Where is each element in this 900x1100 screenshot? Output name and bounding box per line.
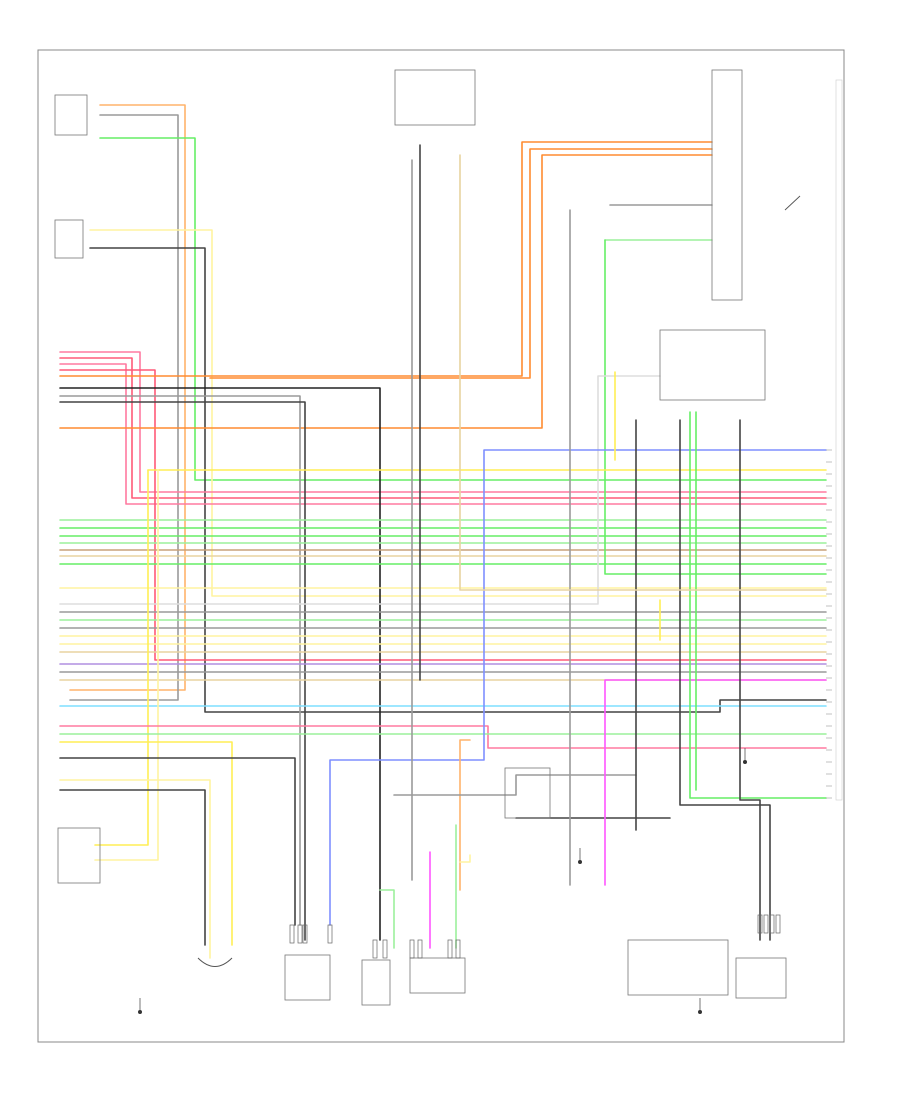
right-top-relay-box (711, 69, 743, 301)
connector-icon (417, 939, 423, 959)
top-center-component (394, 69, 476, 126)
wire-black-12 (59, 387, 381, 941)
marker-layer (138, 195, 832, 1014)
connector-icon (372, 939, 378, 959)
wire-pink-39 (59, 725, 827, 749)
ground-icon (138, 998, 142, 1014)
connector-icon (757, 914, 763, 934)
wire-dark_gray-55 (739, 419, 761, 941)
wire-light_green-64 (379, 889, 395, 949)
wire-blue-45 (329, 449, 827, 926)
wire-layer (59, 104, 827, 959)
ground-icon (698, 998, 702, 1014)
wire-red-8 (59, 369, 827, 661)
connector-icon (447, 939, 453, 959)
bottom-right-module (627, 939, 729, 996)
wire-magenta-51 (604, 679, 827, 886)
wire-light_yellow-3 (89, 229, 827, 597)
wire-dark_gray-44 (59, 789, 206, 946)
connector-icon (297, 924, 303, 944)
sensor-icon (197, 957, 233, 967)
wire-light_yellow-38 (94, 469, 159, 861)
connector-icon (775, 914, 781, 934)
bottom-mid-sensor-2 (361, 959, 391, 1006)
wire-dark_gray-14 (59, 401, 306, 941)
connector-icon (455, 939, 461, 959)
wire-dark_gray-42 (59, 757, 296, 926)
wire-gray-13 (59, 395, 301, 926)
wire-gray-1 (69, 114, 179, 701)
bottom-mid-connector (409, 957, 466, 994)
wire-green-53 (689, 411, 827, 799)
wire-light_yellow-43 (59, 779, 211, 959)
diagram-frame (37, 49, 845, 1043)
wire-gray-47 (393, 774, 637, 796)
right-mid-component (659, 329, 766, 401)
connector-icon (289, 924, 295, 944)
connector-icon (382, 939, 388, 959)
bottom-left-module (57, 827, 101, 884)
connector-icon (302, 924, 308, 944)
connector-icon (763, 914, 769, 934)
mid-right-relay (504, 767, 551, 819)
wire-tan-61 (459, 154, 827, 591)
wire-dark_gray-4 (89, 247, 827, 713)
wire-dark_orange-11 (209, 148, 713, 379)
sensor-box-upper-left-2 (54, 219, 84, 259)
wire-orange-46 (459, 739, 471, 891)
sensor-box-top-left (54, 94, 88, 136)
connector-icon (327, 924, 333, 944)
ground-icon (578, 848, 582, 864)
wire-orange-0 (69, 104, 186, 691)
wire-green-23 (604, 239, 827, 575)
wire-yellow-36 (94, 469, 149, 846)
wire-dark_orange-9 (59, 141, 713, 377)
ground-icon (743, 748, 747, 764)
wire-dark_orange-10 (59, 154, 713, 429)
right-edge-strip (835, 79, 843, 801)
connector-icon (769, 914, 775, 934)
wire-light_yellow-52 (459, 854, 471, 863)
wire-yellow-41 (59, 741, 233, 946)
switch-icon (784, 195, 801, 211)
connector-icon (409, 939, 415, 959)
bottom-mid-sensor-1 (284, 954, 331, 1001)
bottom-right-connector (735, 957, 787, 999)
wire-white-25 (59, 375, 661, 605)
component-layer (54, 69, 787, 1006)
wire-green-2 (99, 137, 827, 481)
wire-pink-7 (59, 363, 827, 505)
wire-pink-5 (59, 351, 827, 493)
wire-dark_gray-56 (679, 419, 771, 941)
